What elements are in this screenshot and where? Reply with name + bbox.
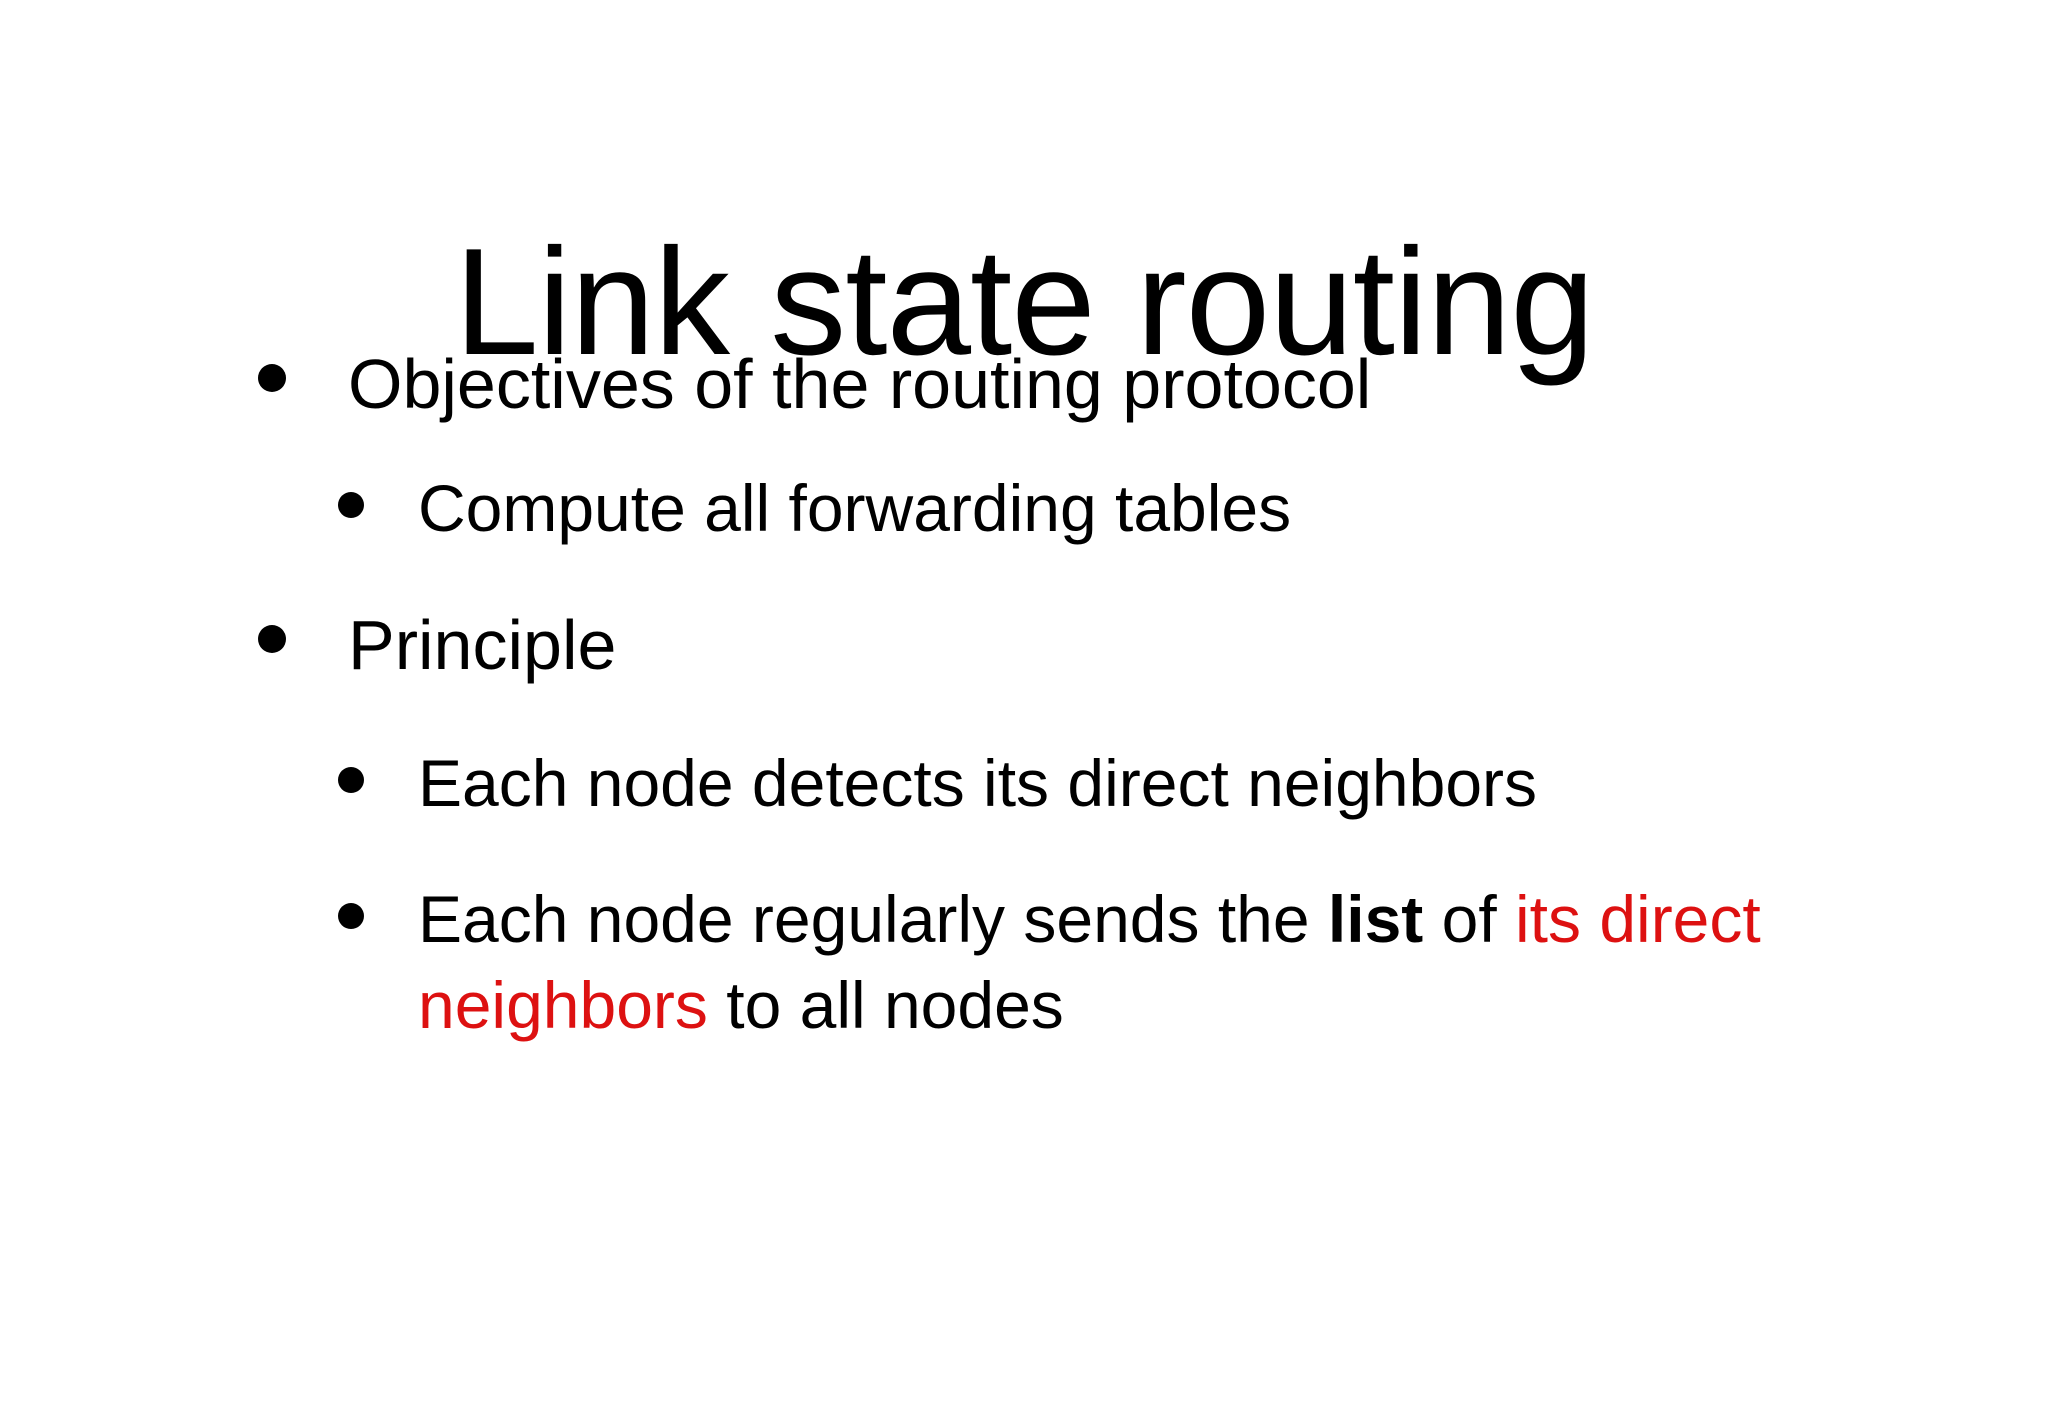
list-item-label: Compute all forwarding tables [418,470,1292,545]
list-item: Principle [0,601,2048,691]
list-item-label: Each node regularly sends the list of it… [418,877,1848,1049]
list-item-label: Each node detects its direct neighbors [418,745,1538,820]
text-run-highlight: its direct neighbors [418,881,1761,1042]
round-bullet-icon [338,766,364,793]
list-item-label: Objectives of the routing protocol [348,345,1372,423]
list-item: Objectives of the routing protocol [0,340,2048,430]
text-run-plain: Each node regularly sends the [418,881,1328,956]
list-item: Compute all forwarding tables [0,466,2048,552]
spacer [0,697,2048,741]
list-item: Each node regularly sends the list of it… [0,877,2048,1049]
text-run-plain: of [1423,881,1515,956]
spacer [0,557,2048,601]
round-bullet-icon [258,364,286,392]
list-item: Each node detects its direct neighbors [0,741,2048,827]
list-item-label: Principle [348,606,617,685]
text-run-plain: to all nodes [707,967,1064,1042]
bullet-list: Objectives of the routing protocol Compu… [0,340,2048,1054]
page-title: Link state routing [454,216,1595,387]
round-bullet-icon [258,625,286,654]
round-bullet-icon [338,491,364,518]
text-run-bold: list [1327,881,1424,956]
round-bullet-icon [338,902,364,929]
spacer [0,436,2048,466]
spacer [0,833,2048,877]
